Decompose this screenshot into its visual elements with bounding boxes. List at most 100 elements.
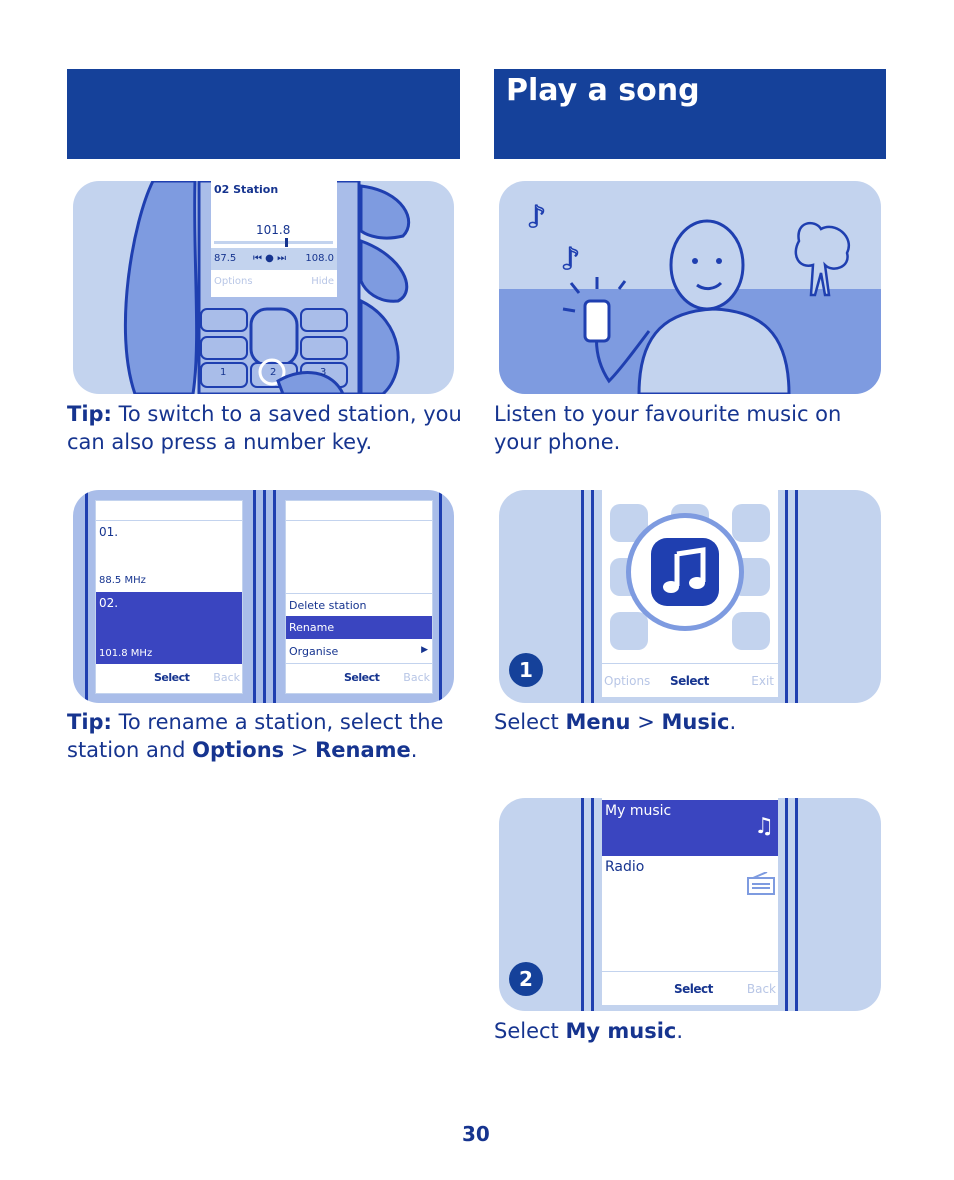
key-3[interactable]: 3 — [320, 367, 327, 378]
list-header — [286, 501, 432, 521]
my-music-term: My music — [565, 1019, 677, 1043]
select-softkey[interactable]: Select — [670, 674, 709, 688]
music-menu-illustration: My music ♫ Radio Select Back 2 — [499, 798, 881, 1011]
path-separator: > — [284, 738, 316, 762]
step-text: Select — [494, 1019, 566, 1043]
station-options-screen: Delete station Rename Organise ▶ Select … — [285, 500, 433, 694]
music-note-icon — [663, 547, 706, 593]
svg-text:♪: ♪ — [527, 200, 546, 235]
radio-icon — [747, 872, 775, 895]
stripe — [795, 798, 798, 1011]
softkey-bar: Options Select Exit — [602, 663, 778, 698]
back-softkey[interactable]: Back — [746, 982, 776, 996]
key-2[interactable]: 2 — [270, 367, 277, 378]
rename-term: Rename — [315, 738, 411, 762]
step-1-caption: Select Menu > Music. — [494, 708, 894, 736]
back-softkey[interactable]: Back — [403, 671, 430, 684]
station-name: 02. — [99, 596, 119, 610]
stripe — [795, 490, 798, 703]
list-item-label: Radio — [605, 859, 645, 875]
stripe — [785, 490, 788, 703]
tip-rename-station: Tip: To rename a station, select the sta… — [67, 708, 467, 764]
header-bar-left — [67, 69, 460, 159]
list-header — [96, 501, 242, 521]
tip-text: To switch to a saved station, you can al… — [67, 402, 462, 454]
range-max: 108.0 — [305, 253, 334, 264]
music-app-button[interactable] — [651, 538, 719, 606]
stripe — [253, 490, 256, 703]
station-frequency: 88.5 MHz — [99, 575, 146, 586]
menu-item-label: Organise — [289, 645, 339, 658]
person-illustration: ♪ ♪ — [499, 199, 881, 394]
menu-item-label: Rename — [289, 621, 335, 634]
menu-item-organise[interactable]: Organise ▶ — [286, 640, 432, 664]
tip-end: . — [410, 738, 418, 762]
playback-controls[interactable]: ⏮ ● ⏭ — [253, 253, 287, 264]
back-softkey[interactable]: Back — [213, 671, 240, 684]
tuning-slider[interactable] — [214, 238, 333, 247]
menu-item-rename[interactable]: Rename — [286, 616, 432, 639]
tip-switch-station: Tip: To switch to a saved station, you c… — [67, 400, 467, 456]
step-end: . — [676, 1019, 684, 1043]
list-item-radio[interactable]: Radio — [602, 856, 778, 912]
menu-grid-tile[interactable] — [610, 612, 648, 650]
menu-screen: Options Select Exit — [602, 490, 778, 697]
listening-illustration: ♪ ♪ — [499, 181, 881, 394]
station-name: 01. — [99, 525, 119, 539]
intro-text: Listen to your favourite music on your p… — [494, 402, 842, 454]
music-menu-screen: My music ♫ Radio Select Back — [602, 798, 778, 1005]
list-item[interactable]: 01. 88.5 MHz — [96, 521, 242, 591]
music-app-highlight[interactable] — [626, 513, 744, 631]
stripe — [273, 490, 276, 703]
page-title: Play a song — [506, 73, 700, 108]
options-term: Options — [192, 738, 285, 762]
header-bar-right: Play a song — [494, 69, 886, 159]
menu-illustration: Options Select Exit 1 — [499, 490, 881, 703]
music-play-icon: ♫ — [754, 814, 774, 839]
music-term: Music — [661, 710, 730, 734]
step-text: Select — [494, 710, 566, 734]
stripe — [439, 490, 442, 703]
tuning-handle[interactable] — [285, 238, 288, 247]
stripe — [581, 798, 584, 1011]
frequency-readout: 101.8 — [256, 223, 291, 237]
menu-grid-tile[interactable] — [732, 612, 770, 650]
menu-grid-tile[interactable] — [732, 504, 770, 542]
key-1[interactable]: 1 — [220, 367, 227, 378]
stripe — [581, 490, 584, 703]
tip-label: Tip: — [67, 402, 112, 426]
select-softkey[interactable]: Select — [344, 671, 380, 684]
stripe — [263, 490, 266, 703]
chevron-right-icon: ▶ — [421, 645, 428, 655]
list-item-label: My music — [605, 803, 672, 819]
path-separator: > — [630, 710, 662, 734]
menu-item-label: Delete station — [289, 599, 367, 612]
step-1-badge: 1 — [509, 653, 543, 687]
softkey-bar: Select Back — [602, 971, 778, 1006]
step-2-badge: 2 — [509, 962, 543, 996]
radio-screen: 02 Station 101.8 87.5 ⏮ ● ⏭ 108.0 Option… — [211, 181, 337, 297]
options-softkey[interactable]: Options — [604, 674, 651, 688]
menu-item-delete-station[interactable]: Delete station — [286, 593, 432, 616]
select-softkey[interactable]: Select — [154, 671, 190, 684]
station-title: 02 Station — [214, 183, 279, 196]
list-item-my-music[interactable]: My music ♫ — [602, 800, 778, 856]
page-number: 30 — [462, 1122, 490, 1146]
stations-illustration: 01. 88.5 MHz 02. 101.8 MHz Select Back D… — [73, 490, 454, 703]
svg-text:♪: ♪ — [561, 242, 580, 277]
menu-term: Menu — [565, 710, 631, 734]
list-item-selected[interactable]: 02. 101.8 MHz — [96, 592, 242, 664]
station-list-screen: 01. 88.5 MHz 02. 101.8 MHz Select Back — [95, 500, 243, 694]
station-frequency: 101.8 MHz — [99, 648, 153, 659]
hide-softkey[interactable]: Hide — [311, 276, 334, 287]
stripe — [591, 490, 594, 703]
stripe — [785, 798, 788, 1011]
exit-softkey[interactable]: Exit — [751, 674, 774, 688]
tip-label: Tip: — [67, 710, 112, 734]
select-softkey[interactable]: Select — [674, 982, 713, 996]
step-2-caption: Select My music. — [494, 1017, 894, 1045]
stripe — [85, 490, 88, 703]
tuning-bar: 87.5 ⏮ ● ⏭ 108.0 — [211, 248, 337, 270]
range-min: 87.5 — [214, 253, 237, 264]
options-softkey[interactable]: Options — [214, 276, 253, 287]
